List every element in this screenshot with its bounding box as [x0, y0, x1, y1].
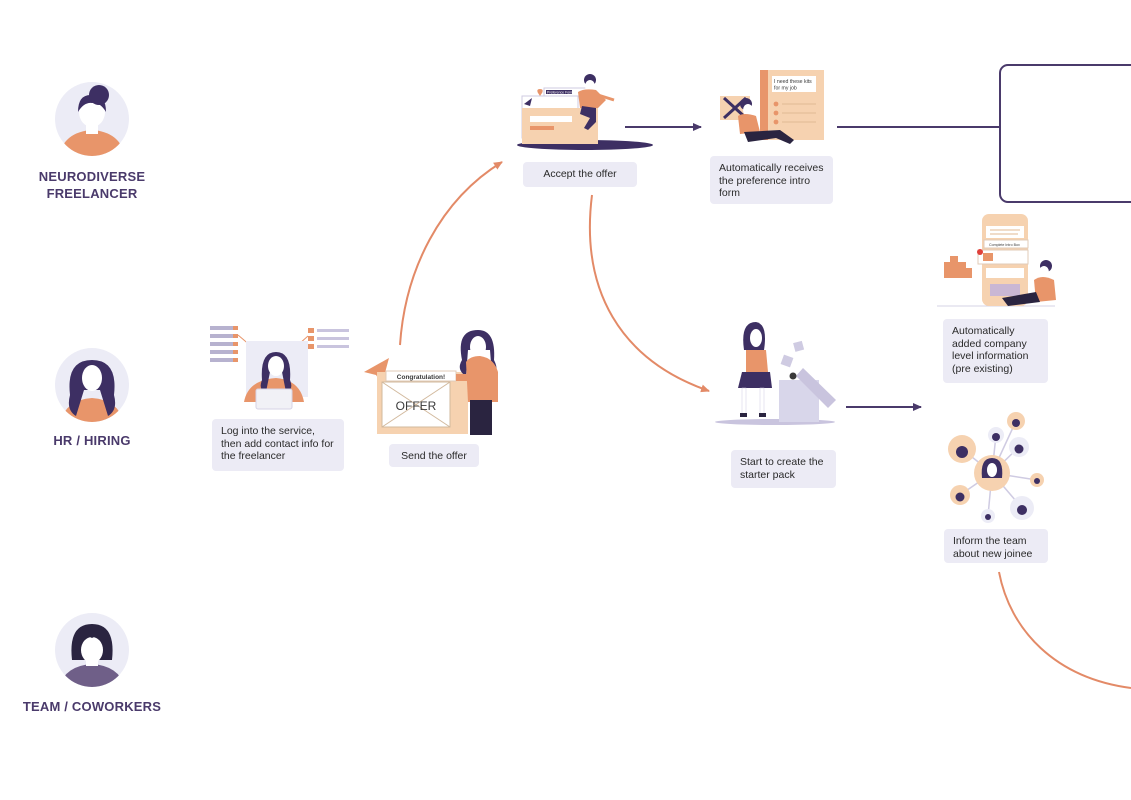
- connector-send-to-accept: [399, 161, 503, 346]
- avatar-hr: [55, 348, 129, 422]
- team-network-illustration: [948, 412, 1044, 523]
- envelope-banner-text: Congratulation!: [397, 374, 445, 381]
- persona-label-freelancer-line2: FREELANCER: [46, 186, 138, 201]
- company-info-illustration: Complete Intro Box: [937, 214, 1056, 307]
- phone-header-text: Complete Intro Box: [989, 243, 1020, 247]
- step-log-in: Log into the service, then add contact i…: [212, 419, 344, 471]
- avatar-freelancer: [55, 82, 129, 156]
- persona-label-freelancer: NEURODIVERSE FREELANCER: [12, 168, 172, 202]
- accept-offer-illustration: Preference Form: [517, 74, 653, 150]
- send-offer-illustration: Congratulation! OFFER: [364, 330, 498, 435]
- envelope-offer-text: OFFER: [396, 399, 437, 413]
- connector-accept-to-starter: [588, 194, 710, 393]
- connector-inform-to-offpage: [998, 571, 1131, 689]
- step-company-info: Automatically added company level inform…: [943, 319, 1048, 383]
- preference-form-illustration: I need these kits for my job: [720, 70, 824, 144]
- persona-label-team: TEAM / COWORKERS: [22, 699, 162, 714]
- persona-label-freelancer-line1: NEURODIVERSE: [38, 169, 146, 184]
- persona-label-hr: HR / HIRING: [53, 433, 131, 448]
- starter-pack-illustration: [715, 322, 836, 425]
- form-header-text: Preference Form: [547, 91, 573, 95]
- doc-note-line-1: I need these kits: [774, 79, 812, 85]
- step-inform-team: Inform the team about new joinee: [944, 529, 1048, 563]
- step-starter-pack: Start to create the starter pack: [731, 450, 836, 488]
- step-accept-offer: Accept the offer: [523, 162, 637, 187]
- doc-note-line-2: for my job: [774, 86, 797, 92]
- login-illustration: [210, 326, 349, 410]
- next-stage-panel: [999, 64, 1131, 203]
- step-send-offer: Send the offer: [389, 444, 479, 467]
- avatar-team: [55, 613, 129, 687]
- step-receive-form: Automatically receives the preference in…: [710, 156, 833, 204]
- team-member-avatars: [948, 412, 1044, 523]
